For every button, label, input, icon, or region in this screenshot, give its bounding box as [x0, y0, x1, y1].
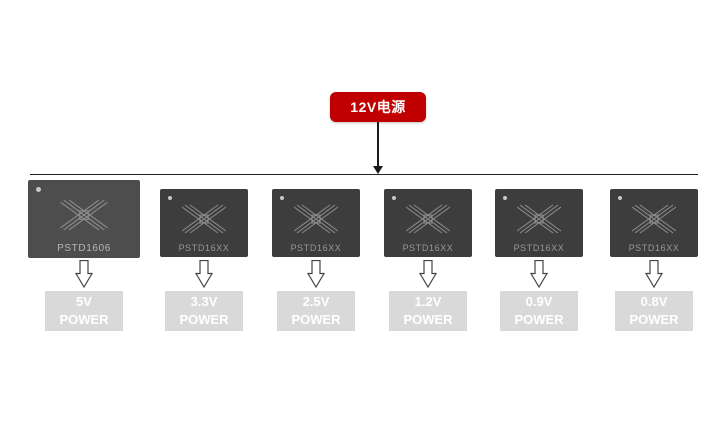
- chip-package-icon: [294, 204, 338, 234]
- voltage-label: 0.9V: [525, 294, 553, 309]
- down-arrow-icon: [645, 260, 663, 288]
- power-label: POWER: [291, 312, 341, 327]
- pin1-dot-icon: [280, 196, 284, 200]
- down-arrow-icon: [195, 260, 213, 288]
- source-connector-line: [377, 122, 379, 167]
- voltage-box-3: 1.2V POWER: [389, 291, 467, 331]
- voltage-label: 0.8V: [640, 294, 668, 309]
- chip-5: PSTD16XX: [610, 189, 698, 257]
- source-power-label: 12V电源: [350, 99, 406, 115]
- pin1-dot-icon: [392, 196, 396, 200]
- power-label: POWER: [514, 312, 564, 327]
- source-arrowhead-icon: [373, 166, 383, 174]
- voltage-box-0: 5V POWER: [45, 291, 123, 331]
- down-arrow-icon: [307, 260, 325, 288]
- voltage-box-2: 2.5V POWER: [277, 291, 355, 331]
- chip-column-4: PSTD16XX 0.9V POWER: [495, 189, 583, 331]
- bus-line: [30, 174, 698, 176]
- power-label: POWER: [59, 312, 109, 327]
- chip-package-icon: [182, 204, 226, 234]
- chip-column-3: PSTD16XX 1.2V POWER: [384, 189, 472, 331]
- power-label: POWER: [629, 312, 679, 327]
- chip-column-1: PSTD16XX 3.3V POWER: [160, 189, 248, 331]
- voltage-label: 1.2V: [414, 294, 442, 309]
- voltage-label: 5V: [76, 294, 92, 309]
- power-label: POWER: [403, 312, 453, 327]
- chip-0: PSTD1606: [28, 180, 140, 258]
- chip-column-0: PSTD1606 5V POWER: [28, 180, 140, 331]
- pin1-dot-icon: [36, 187, 41, 192]
- chip-package-icon: [632, 204, 676, 234]
- voltage-box-5: 0.8V POWER: [615, 291, 693, 331]
- chip-column-2: PSTD16XX 2.5V POWER: [272, 189, 360, 331]
- voltage-box-4: 0.9V POWER: [500, 291, 578, 331]
- down-arrow-icon: [419, 260, 437, 288]
- pin1-dot-icon: [503, 196, 507, 200]
- chip-part-number: PSTD16XX: [178, 243, 230, 253]
- chip-column-5: PSTD16XX 0.8V POWER: [610, 189, 698, 331]
- source-power-box: 12V电源: [330, 92, 426, 122]
- chip-part-number: PSTD16XX: [290, 243, 342, 253]
- voltage-box-1: 3.3V POWER: [165, 291, 243, 331]
- voltage-label: 3.3V: [190, 294, 218, 309]
- power-label: POWER: [179, 312, 229, 327]
- down-arrow-icon: [530, 260, 548, 288]
- chip-4: PSTD16XX: [495, 189, 583, 257]
- chip-part-number: PSTD16XX: [513, 243, 565, 253]
- chip-part-number: PSTD1606: [57, 243, 111, 254]
- chip-package-icon: [60, 199, 108, 231]
- chip-1: PSTD16XX: [160, 189, 248, 257]
- chip-2: PSTD16XX: [272, 189, 360, 257]
- down-arrow-icon: [75, 260, 93, 288]
- chip-part-number: PSTD16XX: [628, 243, 680, 253]
- chip-3: PSTD16XX: [384, 189, 472, 257]
- chip-part-number: PSTD16XX: [402, 243, 454, 253]
- chip-package-icon: [406, 204, 450, 234]
- chip-package-icon: [517, 204, 561, 234]
- pin1-dot-icon: [618, 196, 622, 200]
- pin1-dot-icon: [168, 196, 172, 200]
- voltage-label: 2.5V: [302, 294, 330, 309]
